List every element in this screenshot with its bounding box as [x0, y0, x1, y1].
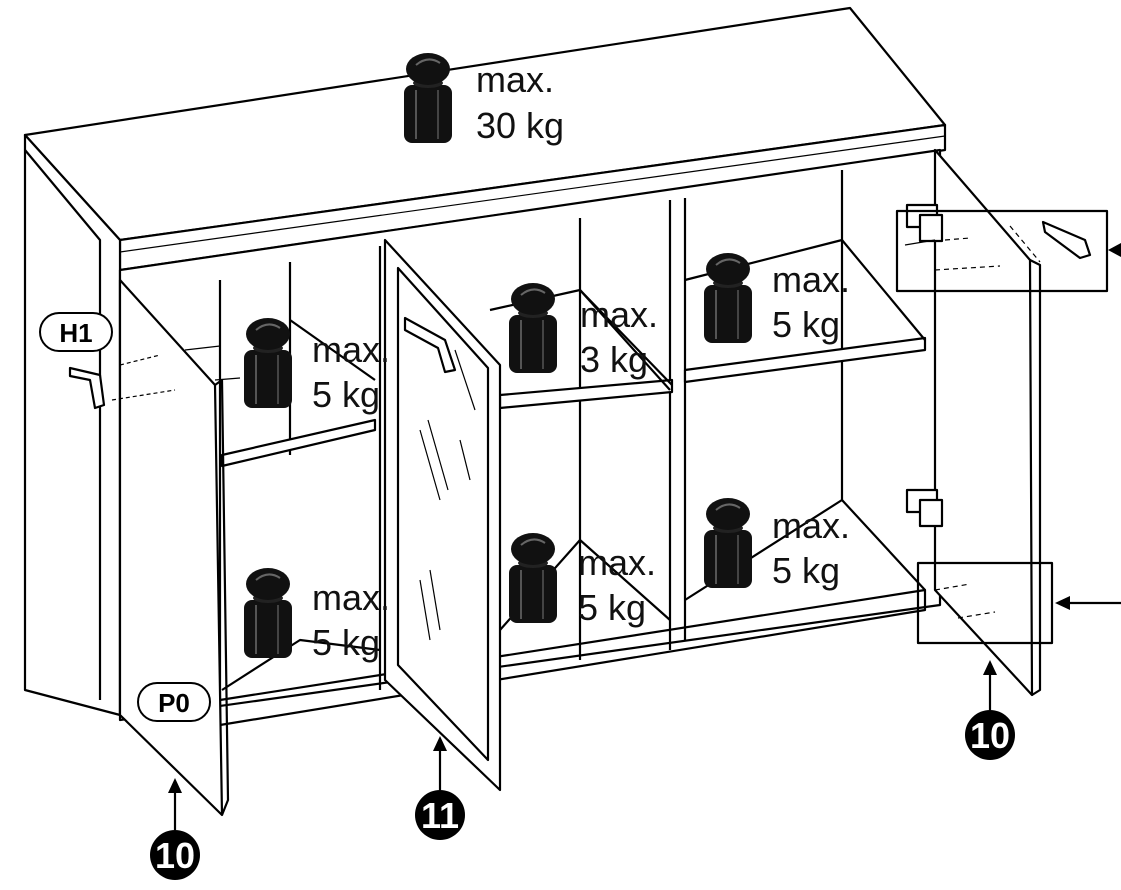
load-label-middle-lower-line1: max.: [578, 542, 656, 583]
load-label-right-lower-line1: max.: [772, 505, 850, 546]
load-label-right-upper-line1: max.: [772, 259, 850, 300]
load-label-right-lower-line2: 5 kg: [772, 550, 840, 591]
callout-left-door: 10: [150, 778, 200, 880]
right-door-handle: [1041, 220, 1092, 260]
glass-door-handle: [403, 316, 457, 374]
load-label-middle-lower-line2: 5 kg: [578, 587, 646, 628]
handle-h1: [68, 366, 106, 410]
load-label-right-upper-line2: 5 kg: [772, 304, 840, 345]
weight-icon: [508, 282, 558, 374]
part-tag-p0: P0: [137, 682, 211, 722]
glass-door: [383, 238, 671, 792]
weight-icon: [508, 532, 558, 624]
load-label-left-lower-line1: max.: [312, 577, 390, 618]
left-door: [68, 278, 241, 817]
load-label-top-line2: 30 kg: [476, 105, 564, 146]
load-label-left-upper-line2: 5 kg: [312, 374, 380, 415]
callout-right-door: 10: [965, 660, 1015, 760]
right-door: [904, 148, 1092, 697]
svg-text:11: 11: [421, 795, 459, 836]
part-tag-h1: H1: [39, 312, 113, 352]
svg-text:10: 10: [970, 715, 1010, 756]
weight-icon: [243, 567, 293, 659]
callout-glass-door: 11: [415, 736, 465, 840]
detail-box-upper: [895, 209, 1109, 293]
weight-icon: [703, 252, 753, 344]
hinge-lower: [905, 488, 996, 619]
arrow-lower-icon: [1055, 596, 1121, 610]
weight-icon: [403, 52, 453, 144]
load-label-middle-upper-line2: 3 kg: [580, 339, 648, 380]
arrow-upper-icon: [1108, 243, 1121, 257]
detail-box-lower: [916, 561, 1054, 645]
weight-icon: [243, 317, 293, 409]
load-label-left-upper-line1: max.: [312, 329, 390, 370]
svg-text:H1: H1: [59, 318, 92, 348]
weight-icon: [703, 497, 753, 589]
load-label-middle-upper-line1: max.: [580, 294, 658, 335]
load-label-left-lower-line2: 5 kg: [312, 622, 380, 663]
svg-text:10: 10: [155, 835, 195, 876]
load-label-top-line1: max.: [476, 59, 554, 100]
svg-text:P0: P0: [158, 688, 190, 718]
